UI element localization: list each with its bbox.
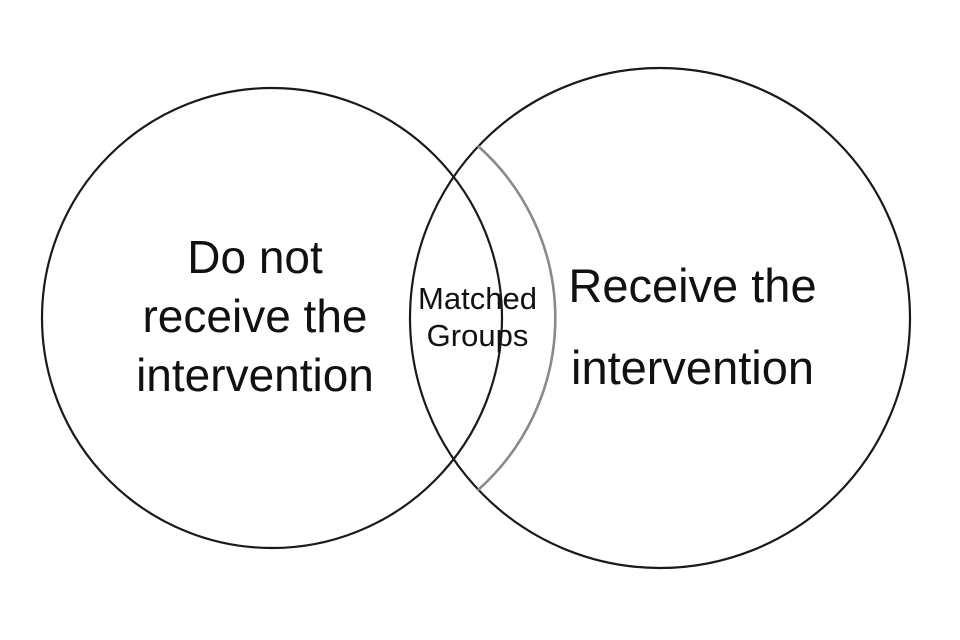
overlap-inner-arc	[477, 145, 557, 491]
left-set-label: Do not receive the intervention	[100, 228, 410, 405]
overlap-label-line-1: Matched	[418, 281, 537, 316]
right-set-circle	[408, 66, 912, 570]
left-set-circle	[40, 86, 504, 550]
right-set-label-line-2: intervention	[571, 341, 814, 395]
left-set-label-line-1: Do not	[187, 231, 323, 283]
right-set-label: Receive the intervention	[535, 245, 850, 410]
overlap-label: Matched Groups	[405, 280, 550, 354]
left-set-label-line-3: intervention	[136, 348, 374, 401]
right-set-label-line-1: Receive the	[568, 259, 817, 312]
overlap-label-line-2: Groups	[426, 318, 529, 354]
left-set-label-line-2: receive the	[142, 289, 368, 342]
